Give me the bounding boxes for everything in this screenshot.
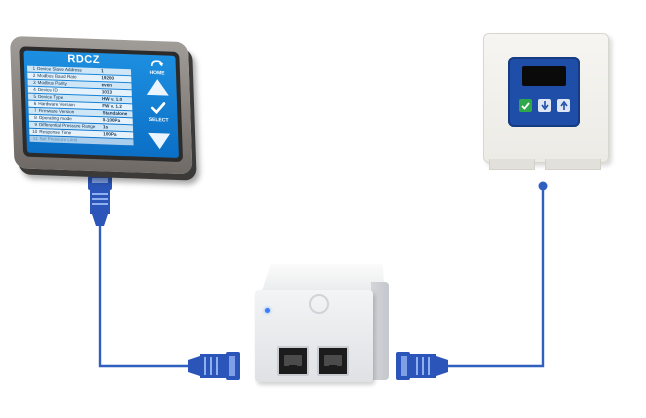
parameter-number: 6	[33, 100, 37, 106]
parameter-number: 9	[34, 121, 38, 127]
checkmark-icon	[150, 102, 166, 115]
controller-panel	[508, 57, 580, 127]
ethernet-port-left	[277, 346, 309, 376]
rj45-connector-icon	[88, 176, 112, 226]
checkmark-icon	[521, 101, 530, 110]
parameter-number: 3	[32, 79, 36, 85]
hub-logo-icon	[309, 294, 329, 314]
controller-lcd	[522, 66, 566, 86]
arrow-down-icon	[540, 101, 549, 110]
home-icon	[150, 60, 164, 67]
arrow-up-icon	[146, 78, 169, 96]
parameter-number: 8	[34, 114, 37, 120]
parameter-number: 5	[33, 93, 37, 99]
parameter-number: 2	[32, 72, 36, 78]
rj45-connector-icon	[396, 352, 448, 380]
status-led	[265, 308, 270, 313]
controller-box	[483, 33, 617, 175]
controller-up-button	[557, 99, 570, 112]
hub-side	[371, 282, 389, 380]
arrow-down-icon	[148, 132, 171, 150]
arrow-up-icon	[559, 101, 568, 110]
parameter-number: 10	[32, 128, 38, 134]
controller-ok-button	[519, 99, 532, 112]
ethernet-port-right	[317, 346, 349, 376]
controller-foot-left	[489, 159, 535, 170]
parameter-number: 7	[33, 107, 37, 113]
parameter-label: Set Pressure Limit	[39, 135, 78, 143]
hub-top	[261, 264, 385, 294]
cable-right	[444, 186, 545, 368]
network-hub	[255, 264, 391, 386]
controller-foot-right	[545, 159, 601, 170]
cable-end-dot	[538, 181, 548, 191]
parameter-number: 4	[33, 86, 36, 92]
cable-left	[98, 226, 196, 368]
parameter-number: 1	[32, 65, 36, 71]
controller-down-button	[538, 99, 551, 112]
screen-side-controls: HOME SELECT	[137, 56, 176, 155]
rj45-connector-icon	[188, 352, 240, 380]
parameter-number: 11	[32, 135, 38, 141]
home-label: HOME	[149, 69, 165, 77]
parameter-value: 0-100Pa	[102, 117, 121, 123]
select-label: SELECT	[148, 116, 169, 124]
parameter-value	[103, 138, 133, 145]
